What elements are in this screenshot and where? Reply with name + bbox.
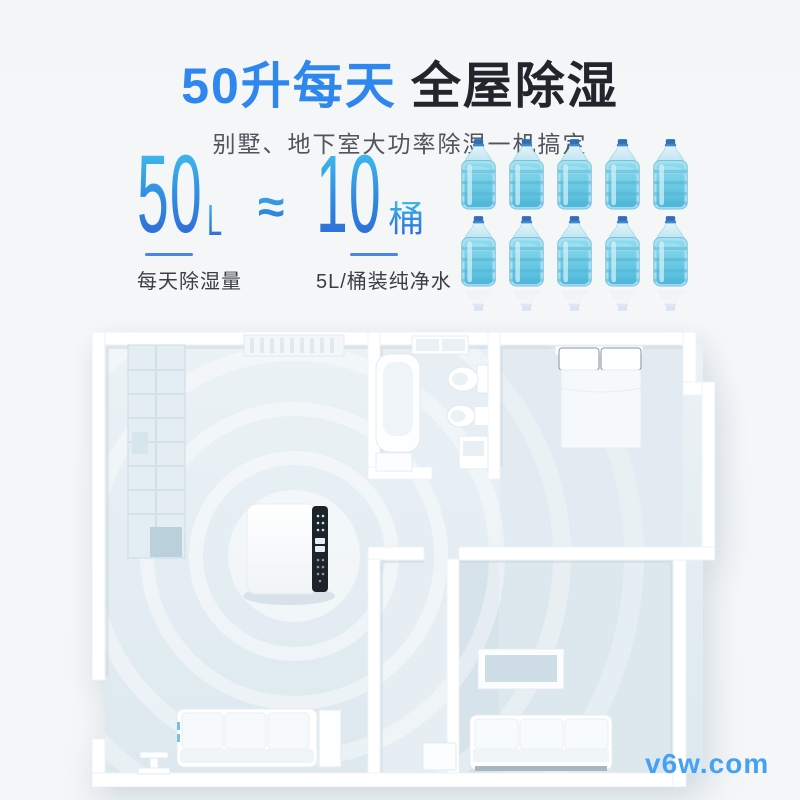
bath-shelf-icon: [411, 335, 469, 355]
title-highlight: 50升每天: [181, 57, 397, 114]
living-sofa-icon: [176, 708, 342, 768]
walls: [91, 331, 716, 788]
water-jug-icon: [608, 290, 637, 311]
bottle-row-2: [458, 215, 698, 288]
stat-unit: 桶: [388, 198, 425, 239]
stat-label: 5L/桶装纯净水: [316, 271, 452, 293]
device-display: [315, 538, 325, 544]
approx-equals-icon: ≈: [258, 181, 285, 234]
title-rest: 全屋除湿: [410, 57, 619, 114]
water-jug-icon: [509, 139, 544, 210]
water-jug-icon: [461, 139, 496, 210]
wall-bottom: [91, 772, 687, 788]
wall-right-outer: [701, 381, 716, 561]
dehumidifier-device: [243, 503, 335, 605]
water-jug-icon: [461, 216, 496, 287]
stat-bucket-equivalent: 10 桶 5L/桶装纯净水: [316, 133, 452, 294]
bidet-icon: [446, 404, 488, 428]
water-jug-icon: [464, 290, 493, 311]
stat-number: 50: [137, 133, 203, 257]
stat-value-50l: 50 L: [137, 133, 242, 257]
floorplan-svg: [91, 331, 716, 788]
water-jug-icon: [509, 216, 544, 287]
apartment-floorplan: [91, 331, 716, 788]
water-jug-icon: [653, 216, 688, 287]
lounge-sofa-icon: [469, 714, 613, 771]
bookshelf-icon: [127, 344, 186, 559]
stat-value-10-buckets: 10 桶: [316, 133, 452, 257]
water-jug-icon: [656, 290, 685, 311]
water-jug-icon: [605, 216, 640, 287]
bottle-grid: [458, 138, 698, 312]
water-jug-icon: [605, 139, 640, 210]
water-jug-icon: [512, 290, 541, 311]
bottle-reflection: [458, 290, 698, 312]
bed-icon: [554, 345, 644, 449]
wall-corridor-left: [367, 558, 381, 774]
hall-cabinet-icon: [422, 742, 457, 771]
stat-unit: L: [207, 195, 223, 245]
sink-icon: [458, 435, 489, 470]
page-title: 50升每天全屋除湿: [0, 56, 800, 116]
ceiling-vent-icon: [243, 334, 345, 357]
wall-top: [91, 331, 697, 346]
stat-number: 10: [316, 133, 382, 257]
bottle-row-1: [458, 138, 698, 211]
toilet-icon: [447, 364, 489, 394]
water-jug-icon: [557, 139, 592, 210]
underline-rule: [145, 253, 193, 256]
watermark: v6w.com: [645, 748, 770, 779]
wall-corridor-right: [446, 558, 460, 774]
water-jug-icon: [653, 139, 688, 210]
wall-bathroom-right: [487, 331, 501, 480]
water-jug-icon: [557, 216, 592, 287]
wall-divider-left: [367, 546, 425, 561]
side-table-icon: [137, 751, 171, 775]
wall-left-upper: [91, 331, 106, 681]
water-jug-icon: [560, 290, 589, 311]
bathtub-icon: [375, 353, 421, 472]
stat-daily-capacity: 50 L 每天除湿量: [137, 133, 242, 294]
wall-divider-right: [458, 546, 716, 561]
underline-rule: [350, 253, 398, 256]
stat-label: 每天除湿量: [137, 271, 242, 293]
wall-shelf-icon: [477, 648, 565, 690]
